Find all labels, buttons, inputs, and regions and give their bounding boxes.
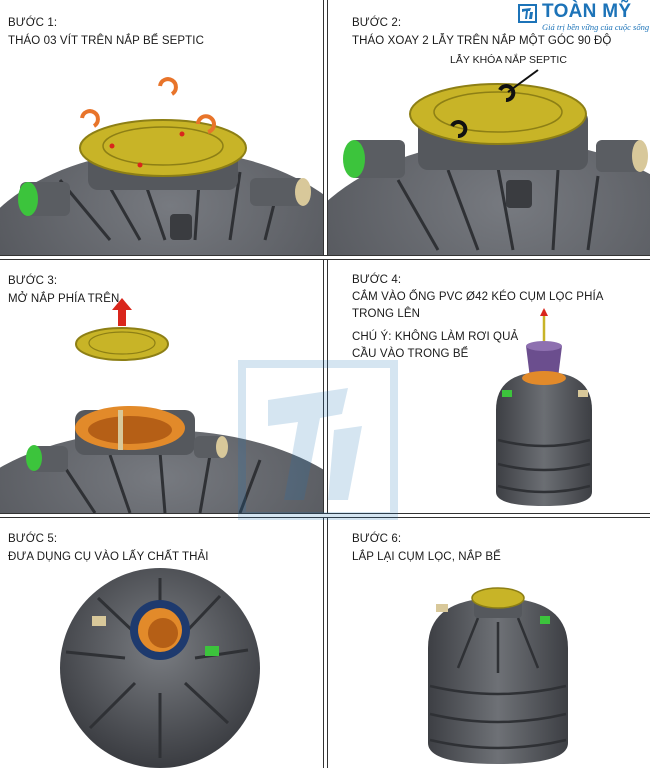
step-2-line-1: THÁO XOAY 2 LẪY TRÊN NẮP MỘT GÓC 90 ĐỘ <box>352 35 612 47</box>
lid <box>75 327 169 361</box>
lid <box>409 83 587 145</box>
step-6-line-1: LẮP LẠI CỤM LỌC, NẮP BỂ <box>352 551 501 563</box>
tank-body <box>0 150 323 255</box>
arrow-orange-icon <box>80 109 100 128</box>
grid-divider-vertical <box>323 0 328 768</box>
step-4-line-2: TRONG LÊN <box>352 308 420 320</box>
step-3-title: BƯỚC 3: <box>8 275 58 287</box>
panel-step-3: BƯỚC 3: MỞ NẮP PHÍA TRÊN <box>0 260 323 513</box>
logo-mark-icon <box>518 4 537 23</box>
arrow-up-red-icon <box>540 308 548 316</box>
lock-callout-label: LẪY KHÓA NẮP SEPTIC <box>450 54 567 66</box>
outlet-icon <box>295 178 311 206</box>
lock-arrow-icon <box>450 120 468 138</box>
step-6-text: BƯỚC 6: LẮP LẠI CỤM LỌC, NẮP BỂ <box>352 530 501 566</box>
step-3-line-1: MỞ NẮP PHÍA TRÊN <box>8 293 120 305</box>
step-4-illustration <box>496 308 592 506</box>
inlet-green-icon <box>540 616 550 624</box>
inlet-green-icon <box>205 646 219 656</box>
step-1-line-1: THÁO 03 VÍT TRÊN NẮP BỂ SEPTIC <box>8 35 205 47</box>
inlet-green-icon <box>26 445 42 471</box>
tank-body <box>428 598 568 764</box>
panel-step-1: BƯỚC 1: THÁO 03 VÍT TRÊN NẮP BỂ SEPTIC <box>0 0 323 255</box>
step-6-illustration <box>428 587 568 764</box>
arrow-up-red-icon <box>112 298 132 326</box>
inlet-green-icon <box>343 140 365 178</box>
step-5-illustration <box>60 568 260 768</box>
grid-divider-horizontal-1 <box>0 255 650 260</box>
brand-slogan: Giá trị bền vững của cuộc sống <box>542 22 650 32</box>
panel-step-5: BƯỚC 5: ĐƯA DỤNG CỤ VÀO LẤY CHẤT THẢI <box>0 518 323 768</box>
step-1-text: BƯỚC 1: THÁO 03 VÍT TRÊN NẮP BỂ SEPTIC <box>8 14 204 50</box>
arrow-orange-icon <box>196 114 216 134</box>
brand-logo: TOÀN MỸ Giá trị bền vững của cuộc sống <box>518 1 650 32</box>
step-3-illustration <box>0 298 323 513</box>
outlet-pipe <box>596 140 644 172</box>
step-4-text: BƯỚC 4: CẮM VÀO ỐNG PVC Ø42 KÉO CỤM LỌC … <box>352 272 604 363</box>
lid <box>79 119 247 177</box>
inlet-pipe <box>350 140 405 178</box>
step-4-line-3: CHÚ Ý: KHÔNG LÀM RƠI QUẢ <box>352 331 519 343</box>
outlet-icon <box>436 604 448 612</box>
step-3-text: BƯỚC 3: MỞ NẮP PHÍA TRÊN <box>8 272 119 308</box>
step-2-text: BƯỚC 2: THÁO XOAY 2 LẪY TRÊN NẮP MỘT GÓC… <box>352 14 611 50</box>
panel-step-6: BƯỚC 6: LẮP LẠI CỤM LỌC, NẮP BỂ <box>328 518 650 768</box>
step-5-text: BƯỚC 5: ĐƯA DỤNG CỤ VÀO LẤY CHẤT THẢI <box>8 530 209 566</box>
step-4-line-1: CẮM VÀO ỐNG PVC Ø42 KÉO CỤM LỌC PHÍA <box>352 291 604 303</box>
outlet-pipe <box>250 178 305 206</box>
callout-line <box>507 69 539 93</box>
step-4-line-4: CẦU VÀO TRONG BỂ <box>352 348 469 360</box>
step-2-title: BƯỚC 2: <box>352 17 402 29</box>
step-5-line-1: ĐƯA DỤNG CỤ VÀO LẤY CHẤT THẢI <box>8 551 209 563</box>
panel-step-2: BƯỚC 2: THÁO XOAY 2 LẪY TRÊN NẮP MỘT GÓC… <box>328 0 650 255</box>
panel-step-4: BƯỚC 4: CẮM VÀO ỐNG PVC Ø42 KÉO CỤM LỌC … <box>328 260 650 513</box>
grid-divider-horizontal-2 <box>0 513 650 518</box>
outlet-icon <box>216 436 228 458</box>
step-6-title: BƯỚC 6: <box>352 533 402 545</box>
lid <box>471 587 525 609</box>
step-5-title: BƯỚC 5: <box>8 533 58 545</box>
tank-body <box>60 568 260 768</box>
outlet-icon <box>92 616 106 626</box>
arrow-orange-icon <box>158 77 178 96</box>
step-4-title: BƯỚC 4: <box>352 274 402 286</box>
inlet-green-icon <box>18 182 38 216</box>
step-2-illustration <box>328 69 650 255</box>
outlet-icon <box>632 140 648 172</box>
brand-name: TOÀN MỸ <box>542 1 632 22</box>
filter-cup <box>526 346 562 378</box>
step-1-illustration <box>0 77 323 255</box>
tank-body <box>496 372 592 506</box>
step-1-title: BƯỚC 1: <box>8 17 58 29</box>
outlet-pipe <box>194 436 224 458</box>
